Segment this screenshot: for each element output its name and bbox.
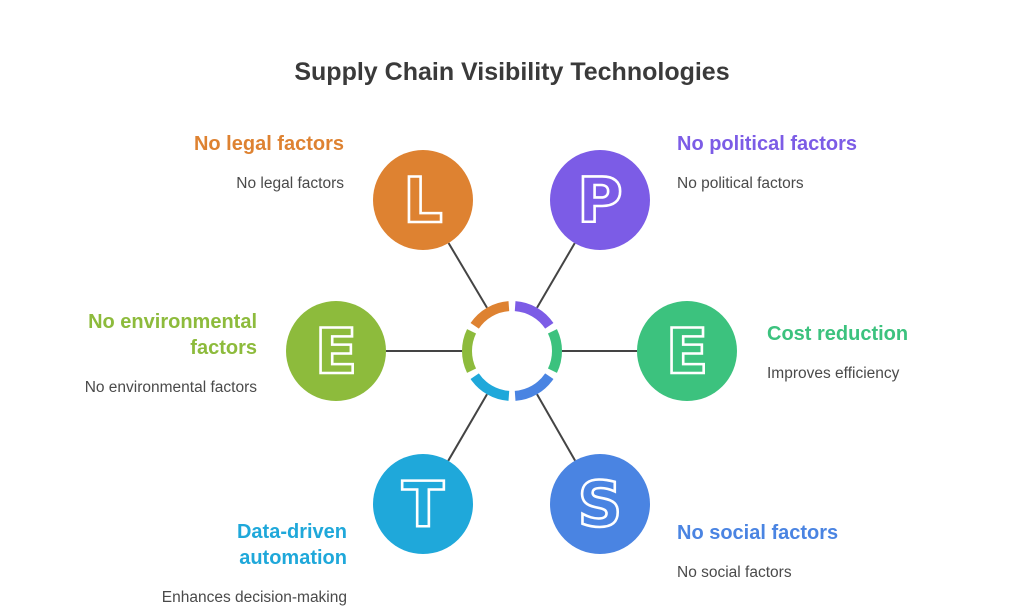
ring-segment-social: [514, 373, 554, 401]
heading-technological: Data-driven: [237, 521, 347, 543]
heading-environmental: No environmental: [88, 311, 257, 333]
label-social: No social factors No social factors: [677, 522, 838, 581]
description-legal: No legal factors: [236, 175, 344, 192]
node-circle-political: [550, 150, 650, 250]
heading-legal: No legal factors: [194, 133, 344, 155]
factor-labels: No legal factors No legal factors No polit…: [85, 133, 908, 606]
description-political: No political factors: [677, 175, 804, 192]
ring-segment-political: [514, 301, 554, 329]
node-social: S: [550, 454, 650, 554]
heading-environmental: factors: [190, 337, 257, 359]
node-letter-legal: L: [403, 164, 443, 237]
description-economic: Improves efficiency: [767, 365, 900, 382]
heading-social: No social factors: [677, 522, 838, 544]
node-political: P: [550, 150, 650, 250]
node-circle-environmental: [286, 301, 386, 401]
ring-segment-economic: [547, 329, 562, 373]
ring-segment-technological: [470, 373, 510, 401]
connector-technological: [447, 393, 488, 462]
connector-social: [536, 393, 576, 462]
node-legal: L: [373, 150, 473, 250]
factor-nodes: L P E S T E: [286, 150, 737, 554]
node-circle-social: [550, 454, 650, 554]
node-letter-economic: E: [666, 315, 708, 388]
description-environmental: No environmental factors: [85, 379, 258, 396]
node-technological: T: [373, 454, 473, 554]
ring-segment-legal: [470, 301, 510, 329]
center-ring: [462, 301, 562, 401]
node-circle-technological: [373, 454, 473, 554]
node-economic: E: [637, 301, 737, 401]
label-legal: No legal factors No legal factors: [194, 133, 344, 192]
label-political: No political factors No political factors: [677, 133, 857, 192]
description-technological: Enhances decision-making: [162, 589, 347, 606]
node-environmental: E: [286, 301, 386, 401]
description-social: No social factors: [677, 564, 792, 581]
node-letter-technological: T: [402, 468, 444, 541]
connector-lines: [386, 242, 637, 462]
diagram-title: Supply Chain Visibility Technologies: [294, 58, 729, 86]
ring-segment-environmental: [462, 329, 477, 373]
connector-political: [536, 242, 576, 309]
node-circle-legal: [373, 150, 473, 250]
node-letter-environmental: E: [315, 315, 357, 388]
heading-technological: automation: [239, 547, 347, 569]
node-letter-political: P: [577, 164, 622, 237]
heading-political: No political factors: [677, 133, 857, 155]
node-letter-social: S: [578, 468, 623, 541]
label-environmental: No environmental factors No environmental …: [85, 311, 258, 396]
node-circle-economic: [637, 301, 737, 401]
connector-legal: [447, 242, 488, 309]
heading-economic: Cost reduction: [767, 323, 908, 345]
